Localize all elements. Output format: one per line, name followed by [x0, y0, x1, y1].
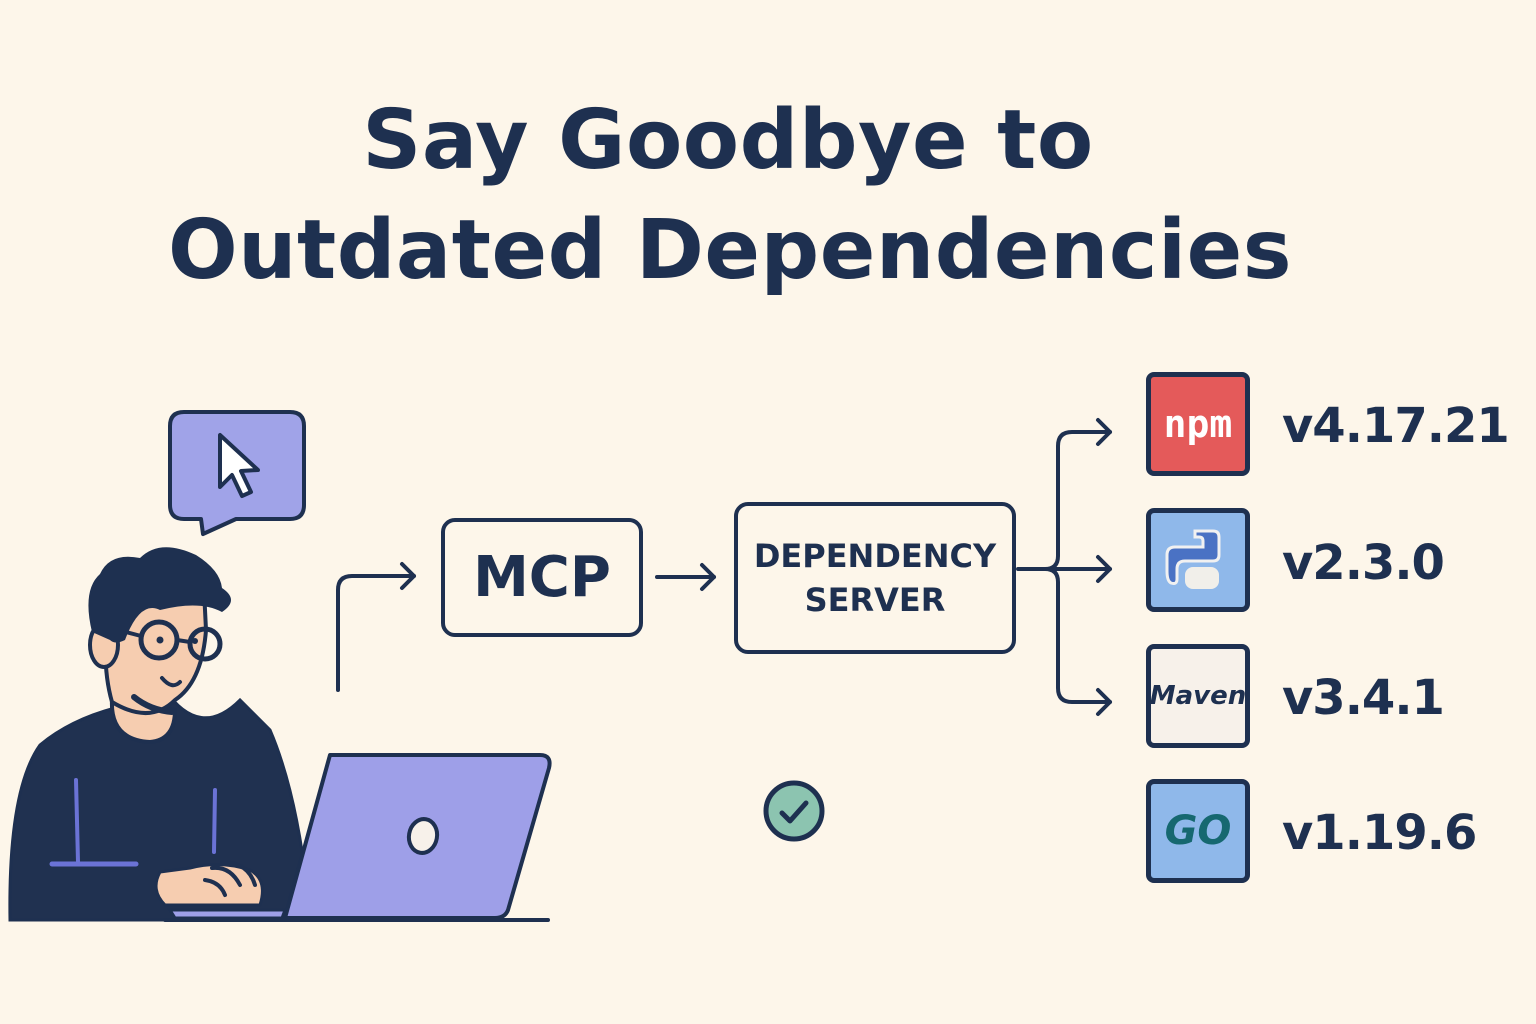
go-logo-icon: GO [1146, 779, 1250, 883]
npm-logo-icon: npm [1146, 372, 1250, 476]
dependency-server-node: DEPENDENCY SERVER [734, 502, 1016, 654]
mcp-label: MCP [473, 545, 611, 610]
dependency-server-label-line2: SERVER [804, 581, 946, 619]
npm-version: v4.17.21 [1282, 398, 1510, 454]
speech-bubble-cursor-icon [168, 410, 306, 536]
maven-version: v3.4.1 [1282, 670, 1445, 726]
check-circle-icon [763, 780, 825, 842]
dependency-server-label-line1: DEPENDENCY [753, 537, 997, 575]
person-illustration [8, 547, 312, 922]
python-logo-icon [1146, 508, 1250, 612]
mcp-node: MCP [441, 518, 643, 637]
go-version: v1.19.6 [1282, 805, 1477, 861]
title-line-2: Outdated Dependencies [167, 203, 1293, 298]
laptop-icon [163, 753, 552, 922]
arrow-server-to-packages [1016, 430, 1112, 704]
maven-logo-icon: Maven [1146, 644, 1250, 748]
python-version: v2.3.0 [1282, 535, 1445, 591]
title-line-1: Say Goodbye to [362, 93, 1094, 188]
arrow-user-to-mcp [336, 574, 416, 692]
